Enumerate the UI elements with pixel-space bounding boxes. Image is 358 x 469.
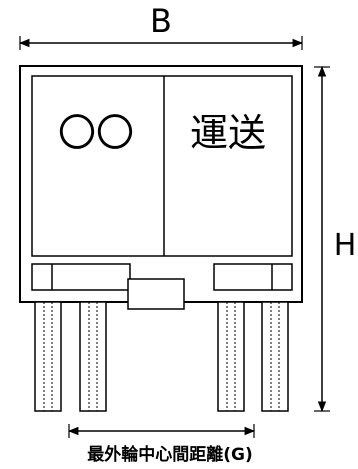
wheel-distance-label: 最外輪中心間距離(G) bbox=[87, 444, 253, 465]
wheel-distance-dimension: 最外輪中心間距離(G) bbox=[67, 424, 256, 465]
right-door-text: 運送 bbox=[190, 111, 266, 155]
license-plate bbox=[127, 278, 185, 310]
wheel-left-inner bbox=[79, 301, 107, 412]
wheel-left-outer bbox=[34, 301, 62, 412]
wheels bbox=[34, 301, 289, 412]
left-light-outer bbox=[31, 263, 131, 291]
wheel-right-outer bbox=[261, 301, 289, 412]
wheel-right-inner bbox=[217, 301, 245, 412]
left-door-text: 〇〇 bbox=[58, 111, 134, 155]
width-dimension: B bbox=[18, 2, 304, 50]
right-light-outer bbox=[213, 263, 293, 291]
height-dimension: H bbox=[314, 65, 357, 413]
door-frame bbox=[31, 75, 293, 257]
width-label: B bbox=[150, 2, 172, 40]
bumper-area bbox=[31, 263, 293, 310]
height-label: H bbox=[334, 228, 357, 263]
